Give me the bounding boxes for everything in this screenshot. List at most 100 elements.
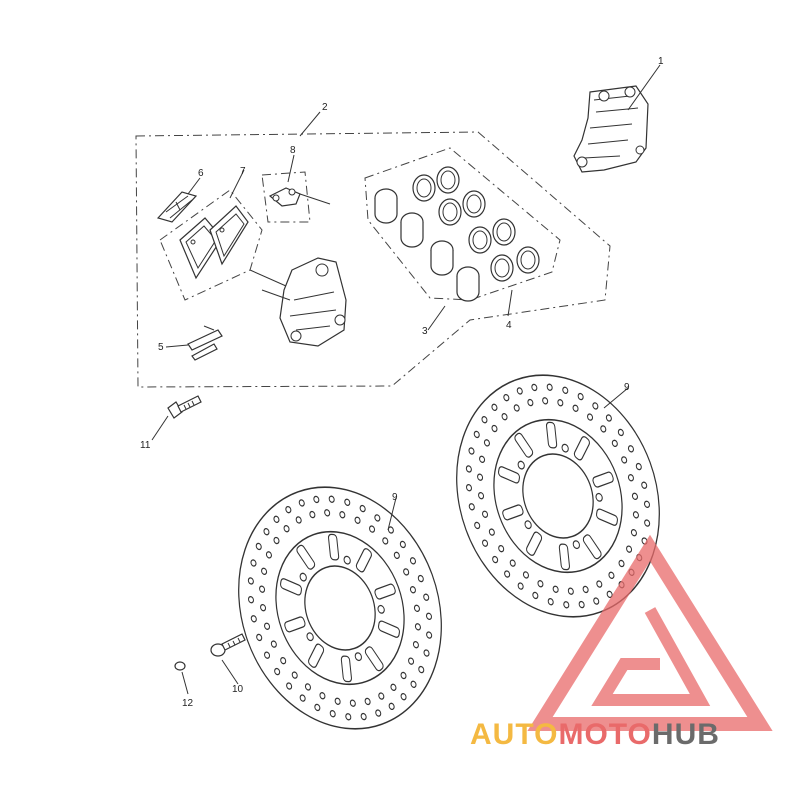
disc-hole: [250, 615, 257, 623]
disc-hole: [408, 657, 415, 665]
disc-hole: [280, 656, 287, 665]
disc-hole: [388, 702, 395, 711]
disc-hole: [334, 697, 341, 705]
disc-hole: [482, 510, 489, 518]
disc-hole: [631, 492, 638, 501]
disc-hole: [426, 631, 433, 639]
disc-cutout: [592, 471, 614, 488]
disc-hole: [403, 568, 410, 576]
disc-hole: [578, 600, 585, 609]
disc-hole: [516, 387, 523, 395]
caliper-complete-part: [573, 85, 649, 173]
disc-hole: [263, 528, 270, 536]
disc-hole: [546, 383, 553, 391]
pad-pin-part: [268, 187, 331, 207]
disc-hole: [295, 516, 302, 524]
disc-hole: [474, 521, 481, 530]
disc-hole: [632, 511, 639, 519]
callout-9-left: 9: [392, 492, 398, 503]
disc-hole: [410, 680, 417, 688]
disc-hole: [600, 425, 607, 433]
disc-hole: [537, 580, 544, 588]
brake-pads-part: [179, 205, 249, 280]
disc-hole: [265, 551, 272, 559]
disc-hole: [250, 559, 257, 567]
disc-hole: [635, 462, 642, 471]
disc-hole: [283, 524, 290, 533]
disc-hole: [477, 473, 484, 481]
disc-cutout: [378, 620, 400, 638]
disc-hole: [418, 665, 425, 674]
disc-hole: [409, 557, 416, 565]
disc-hole: [313, 495, 320, 504]
disc-hole: [328, 495, 335, 503]
disc-hole: [345, 713, 352, 721]
watermark-logo-mark: [527, 534, 773, 731]
disc-cutout: [296, 544, 316, 570]
disc-hole: [479, 455, 486, 463]
mounting-bolt-part: [167, 395, 202, 419]
callout-11: 11: [140, 440, 151, 451]
disc-hole: [473, 430, 480, 439]
callout-8: 8: [290, 145, 296, 156]
disc-hole: [503, 393, 510, 402]
disc-cutout: [308, 643, 325, 668]
disc-hole: [304, 683, 311, 691]
disc-hole: [298, 499, 305, 507]
disc-bolt-hole: [299, 572, 307, 582]
disc-hole: [286, 682, 293, 690]
disc-cutout: [582, 534, 602, 560]
disc-hole: [630, 529, 637, 537]
disc-hole: [482, 539, 489, 547]
disc-hole: [501, 412, 508, 421]
disc-hole: [504, 570, 511, 578]
pad-spring-part: [156, 191, 198, 223]
disc-hole: [465, 484, 473, 492]
callout-10: 10: [232, 684, 244, 695]
disc-hole: [273, 515, 280, 524]
disc-hole: [532, 591, 539, 600]
disc-hole: [572, 404, 579, 412]
disc-cutout: [364, 646, 384, 672]
callout-5: 5: [158, 342, 164, 353]
callout-1: 1: [658, 56, 664, 67]
disc-cutout: [340, 655, 353, 683]
bleed-screws-part: [187, 325, 223, 361]
disc-hole: [390, 683, 397, 692]
disc-hole: [400, 692, 407, 701]
disc-cutout: [502, 504, 524, 521]
disc-hole: [247, 596, 255, 604]
disc-hole: [264, 622, 271, 630]
disc-hole: [492, 555, 499, 564]
callout-12: 12: [182, 698, 194, 709]
disc-hole: [369, 525, 376, 533]
disc-hole: [627, 445, 634, 453]
disc-hole: [259, 585, 266, 593]
brake-disc-right-part: [456, 374, 660, 618]
disc-hole: [299, 694, 306, 702]
disc-hole: [643, 500, 651, 508]
disc-hole: [409, 586, 416, 594]
disc-hole: [417, 574, 424, 583]
disc-hole: [256, 633, 263, 642]
callout-7: 7: [240, 166, 246, 177]
caliper-assembly-boundary: [135, 131, 611, 388]
leader-lines: [151, 64, 661, 695]
disc-hole: [557, 399, 564, 407]
disc-cutout: [596, 508, 618, 526]
disc-cutout: [526, 531, 543, 556]
disc-hole: [627, 474, 634, 482]
disc-hole: [593, 597, 600, 605]
disc-hole: [324, 509, 331, 517]
disc-hole: [425, 612, 433, 620]
disc-hole: [641, 481, 648, 489]
disc-bolt-hole: [343, 555, 351, 565]
disc-hole: [522, 571, 529, 579]
disc-hole: [468, 447, 475, 455]
disc-cutout: [558, 543, 571, 571]
disc-hole: [423, 593, 430, 601]
disc-bolt-hole: [561, 443, 569, 453]
disc-cutout: [498, 466, 520, 484]
disc-cutout: [545, 421, 558, 449]
